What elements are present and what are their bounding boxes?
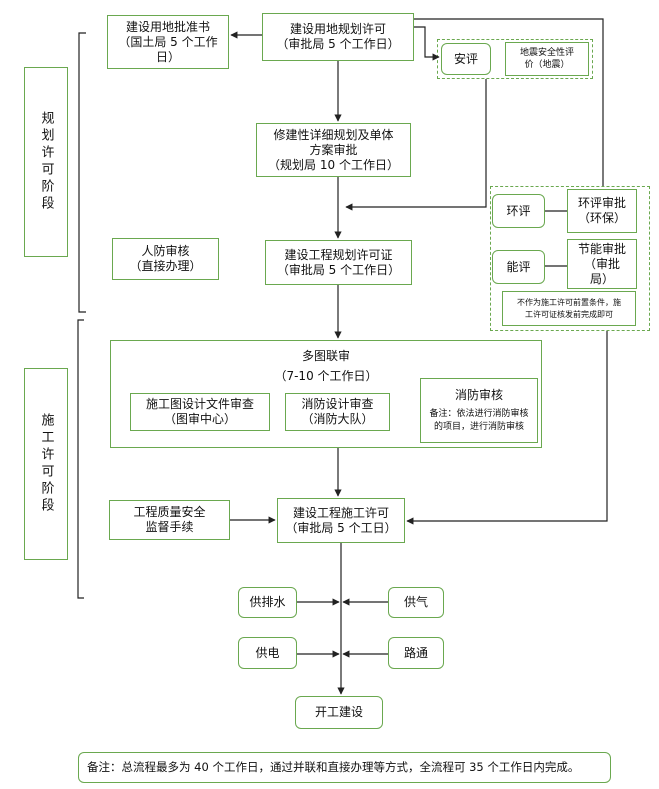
pre-note-box: 不作为施工许可前置条件，施 工许可证核发前完成即可	[502, 291, 636, 326]
detailed-plan-box: 修建性详细规划及单体 方案审批 （规划局 10 个工作日）	[256, 123, 411, 177]
node-text: 不作为施工许可前置条件，施	[517, 297, 621, 307]
safety-return-line	[345, 79, 487, 211]
footer-note-box: 备注：总流程最多为 40 个工作日，通过并联和直接办理等方式，全流程可 35 个…	[78, 752, 611, 783]
node-text: 价（地震）	[524, 60, 570, 70]
start-construction-box: 开工建设	[295, 696, 383, 729]
phase-construction: 施工许可阶段	[24, 368, 68, 560]
env-to-permit-line	[406, 331, 608, 525]
road-box: 路通	[388, 637, 444, 669]
node-text: 方案审批	[309, 142, 358, 157]
node-text: 能评	[506, 259, 531, 274]
power-box: 供电	[238, 637, 297, 669]
node-text: 多图联审	[301, 349, 350, 363]
gas-box: 供气	[388, 587, 444, 618]
node-text: 的项目，进行消防审核	[433, 421, 524, 432]
node-text: 施工图设计文件审查	[145, 397, 254, 411]
arrow-to-safety-eval	[414, 26, 440, 61]
node-text: 开工建设	[314, 705, 363, 719]
node-text: 日）	[155, 49, 180, 64]
node-text: 路通	[403, 645, 428, 660]
safety-eval-box: 安评	[441, 43, 491, 75]
node-text: 建设用地规划许可	[289, 22, 386, 36]
node-text: （直接办理）	[129, 259, 202, 273]
node-text: 人防审核	[141, 244, 190, 258]
fire-design-review-box: 消防设计审查 （消防大队）	[285, 393, 390, 431]
phase-planning: 规划许可阶段	[24, 67, 68, 257]
env-eval-box: 环评	[492, 194, 545, 228]
engineering-planning-permit-box: 建设工程规划许可证 （审批局 5 个工作日）	[265, 240, 412, 285]
node-text: 建设用地批准书	[125, 19, 210, 34]
node-text: 工程质量安全	[133, 505, 206, 519]
construction-bracket	[77, 319, 84, 599]
node-text: （审批局 5 个工日）	[285, 520, 397, 535]
node-text: 建设工程规划许可证	[284, 247, 393, 262]
node-text: （环保）	[577, 211, 626, 225]
node-text: 供电	[255, 645, 280, 660]
node-text: （消防大队）	[301, 412, 374, 426]
node-text: （审批局 5 个工作日）	[276, 262, 401, 277]
node-text: （7-10 个工作日）	[274, 369, 378, 383]
node-text: 建设工程施工许可	[292, 505, 389, 520]
quality-supervision-box: 工程质量安全 监督手续	[109, 500, 230, 540]
water-box: 供排水	[238, 587, 297, 618]
node-text: （国土局 5 个工作	[118, 34, 218, 49]
land-planning-permit-box: 建设用地规划许可 （审批局 5 个工作日）	[262, 13, 414, 61]
energy-approval-box: 节能审批 （审批 局）	[567, 239, 637, 289]
node-text: 备注：依法进行消防审核	[429, 408, 529, 419]
node-text: （审批局 5 个工作日）	[276, 37, 400, 51]
node-text: 节能审批	[577, 241, 626, 256]
phase-planning-label: 规划许可阶段	[38, 111, 54, 213]
node-text: 安评	[453, 51, 478, 66]
node-text: 修建性详细规划及单体	[273, 127, 394, 142]
node-text: 环评审批	[577, 196, 626, 210]
drawing-review-box: 施工图设计文件审查 （图审中心）	[130, 393, 270, 431]
node-text: 工许可证核发前完成即可	[525, 309, 613, 319]
footer-note: 备注：总流程最多为 40 个工作日，通过并联和直接办理等方式，全流程可 35 个…	[87, 760, 580, 774]
node-text: （规划局 10 个工作日）	[268, 157, 399, 172]
planning-bracket	[78, 32, 86, 313]
civil-defense-box: 人防审核 （直接办理）	[112, 238, 219, 280]
seismic-eval-box: 地震安全性评 价（地震）	[505, 42, 589, 76]
env-energy-group	[490, 186, 650, 331]
energy-eval-box: 能评	[492, 250, 545, 284]
land-approval-box: 建设用地批准书 （国土局 5 个工作 日）	[107, 15, 229, 69]
construction-permit-box: 建设工程施工许可 （审批局 5 个工日）	[277, 498, 405, 543]
node-text: 消防审核	[454, 387, 503, 402]
node-text: （图审中心）	[163, 412, 236, 426]
node-text: （审批	[583, 256, 620, 271]
top-right-line	[414, 18, 604, 186]
node-text: 监督手续	[145, 520, 194, 534]
env-approval-box: 环评审批 （环保）	[567, 189, 637, 233]
node-text: 供气	[403, 595, 428, 609]
phase-construction-label: 施工许可阶段	[38, 413, 54, 515]
fire-review-box: 消防审核 备注：依法进行消防审核 的项目，进行消防审核	[420, 378, 538, 443]
node-text: 地震安全性评	[519, 48, 574, 58]
node-text: 消防设计审查	[301, 397, 374, 411]
node-text: 环评	[506, 203, 531, 218]
node-text: 供排水	[249, 595, 286, 609]
node-text: 局）	[589, 271, 614, 286]
